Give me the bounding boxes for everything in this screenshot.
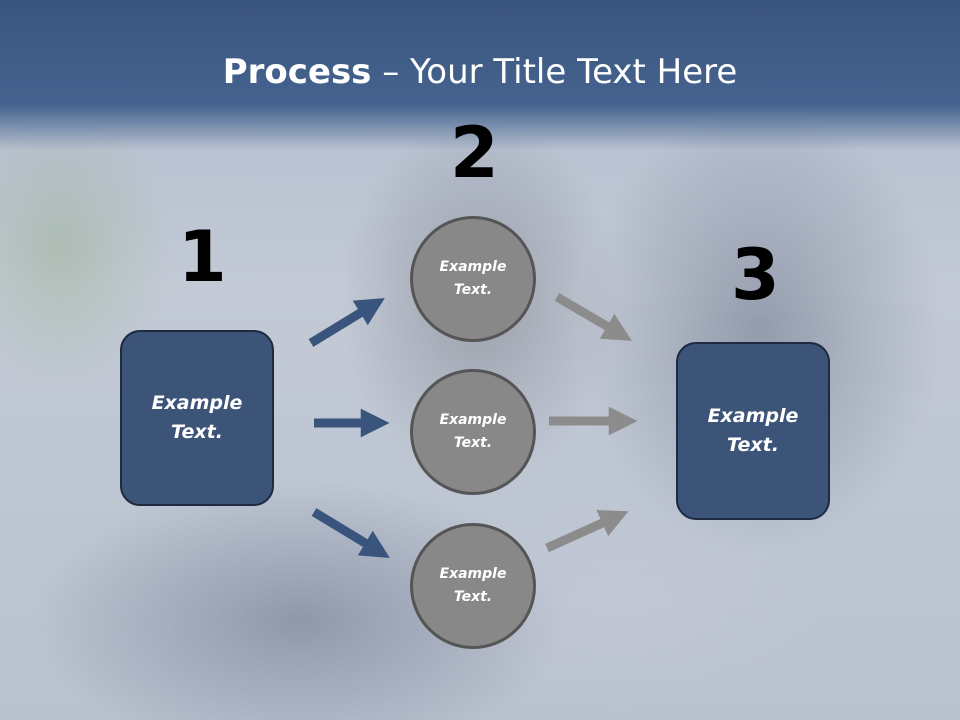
arrow-1-to-bottom <box>311 508 390 558</box>
step-3-box: Example Text. <box>676 342 830 520</box>
step-1-box: Example Text. <box>120 330 274 506</box>
step-2-circle-bottom: Example Text. <box>410 523 536 649</box>
arrow-bottom-to-3 <box>545 509 629 553</box>
step-number-3: 3 <box>731 234 780 316</box>
step-2-circle-top: Example Text. <box>410 216 536 342</box>
slide-title: Process – Your Title Text Here <box>0 52 960 92</box>
title-bar <box>0 0 960 150</box>
step-number-1: 1 <box>178 216 227 298</box>
arrow-top-to-3 <box>554 293 632 341</box>
step-number-2: 2 <box>450 112 499 194</box>
title-rest: – Your Title Text Here <box>371 52 738 92</box>
arrow-1-to-top <box>308 298 385 347</box>
step-2-circle-middle: Example Text. <box>410 369 536 495</box>
title-bold: Process <box>222 52 372 92</box>
